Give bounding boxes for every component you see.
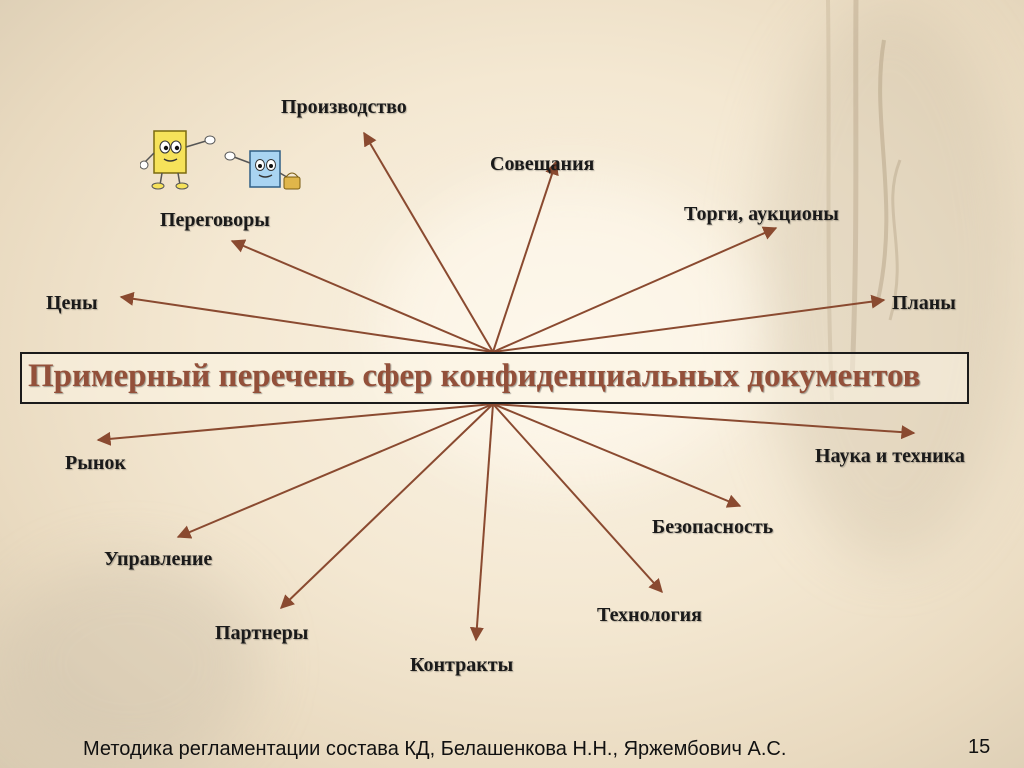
node-partnery: Партнеры bbox=[215, 622, 309, 644]
arrow-to-plany bbox=[492, 294, 886, 353]
node-soveshchaniya: Совещания bbox=[490, 153, 595, 175]
node-plany: Планы bbox=[892, 292, 956, 314]
two-document-characters-illustration bbox=[140, 130, 301, 190]
node-kontrakty: Контракты bbox=[410, 654, 514, 676]
arrow-to-partnery bbox=[279, 403, 494, 609]
node-rynok: Рынок bbox=[65, 452, 126, 474]
node-tekhnologiya: Технология bbox=[597, 604, 702, 626]
arrow-to-peregovory bbox=[230, 239, 494, 353]
slide-footer: Методика регламентации состава КД, Белаш… bbox=[83, 738, 787, 760]
arrow-to-bezopasnost bbox=[492, 403, 742, 508]
node-bezopasnost: Безопасность bbox=[652, 516, 774, 538]
arrow-to-torgi bbox=[492, 226, 778, 353]
arrow-to-tekhnologiya bbox=[492, 403, 663, 594]
node-tseny: Цены bbox=[46, 292, 98, 314]
node-peregovory: Переговоры bbox=[160, 209, 270, 231]
central-topic-title: Примерный перечень сфер конфиденциальных… bbox=[28, 358, 921, 394]
page-number: 15 bbox=[968, 736, 991, 758]
central-topic-frame bbox=[20, 352, 969, 404]
blue-document-character bbox=[224, 150, 301, 190]
arrow-to-nauka bbox=[492, 403, 916, 440]
arrow-to-proizvodstvo bbox=[363, 131, 494, 353]
arrow-to-rynok bbox=[96, 403, 494, 446]
node-torgi: Торги, аукционы bbox=[684, 203, 839, 225]
node-upravlenie: Управление bbox=[104, 548, 213, 570]
arrow-to-kontrakty bbox=[469, 403, 494, 642]
node-nauka: Наука и техника bbox=[815, 445, 965, 467]
node-proizvodstvo: Производство bbox=[281, 96, 407, 118]
arrow-to-soveshchaniya bbox=[492, 160, 559, 353]
arrow-to-tseny bbox=[119, 291, 494, 353]
arrow-to-upravlenie bbox=[176, 403, 494, 539]
yellow-document-character bbox=[140, 130, 216, 190]
